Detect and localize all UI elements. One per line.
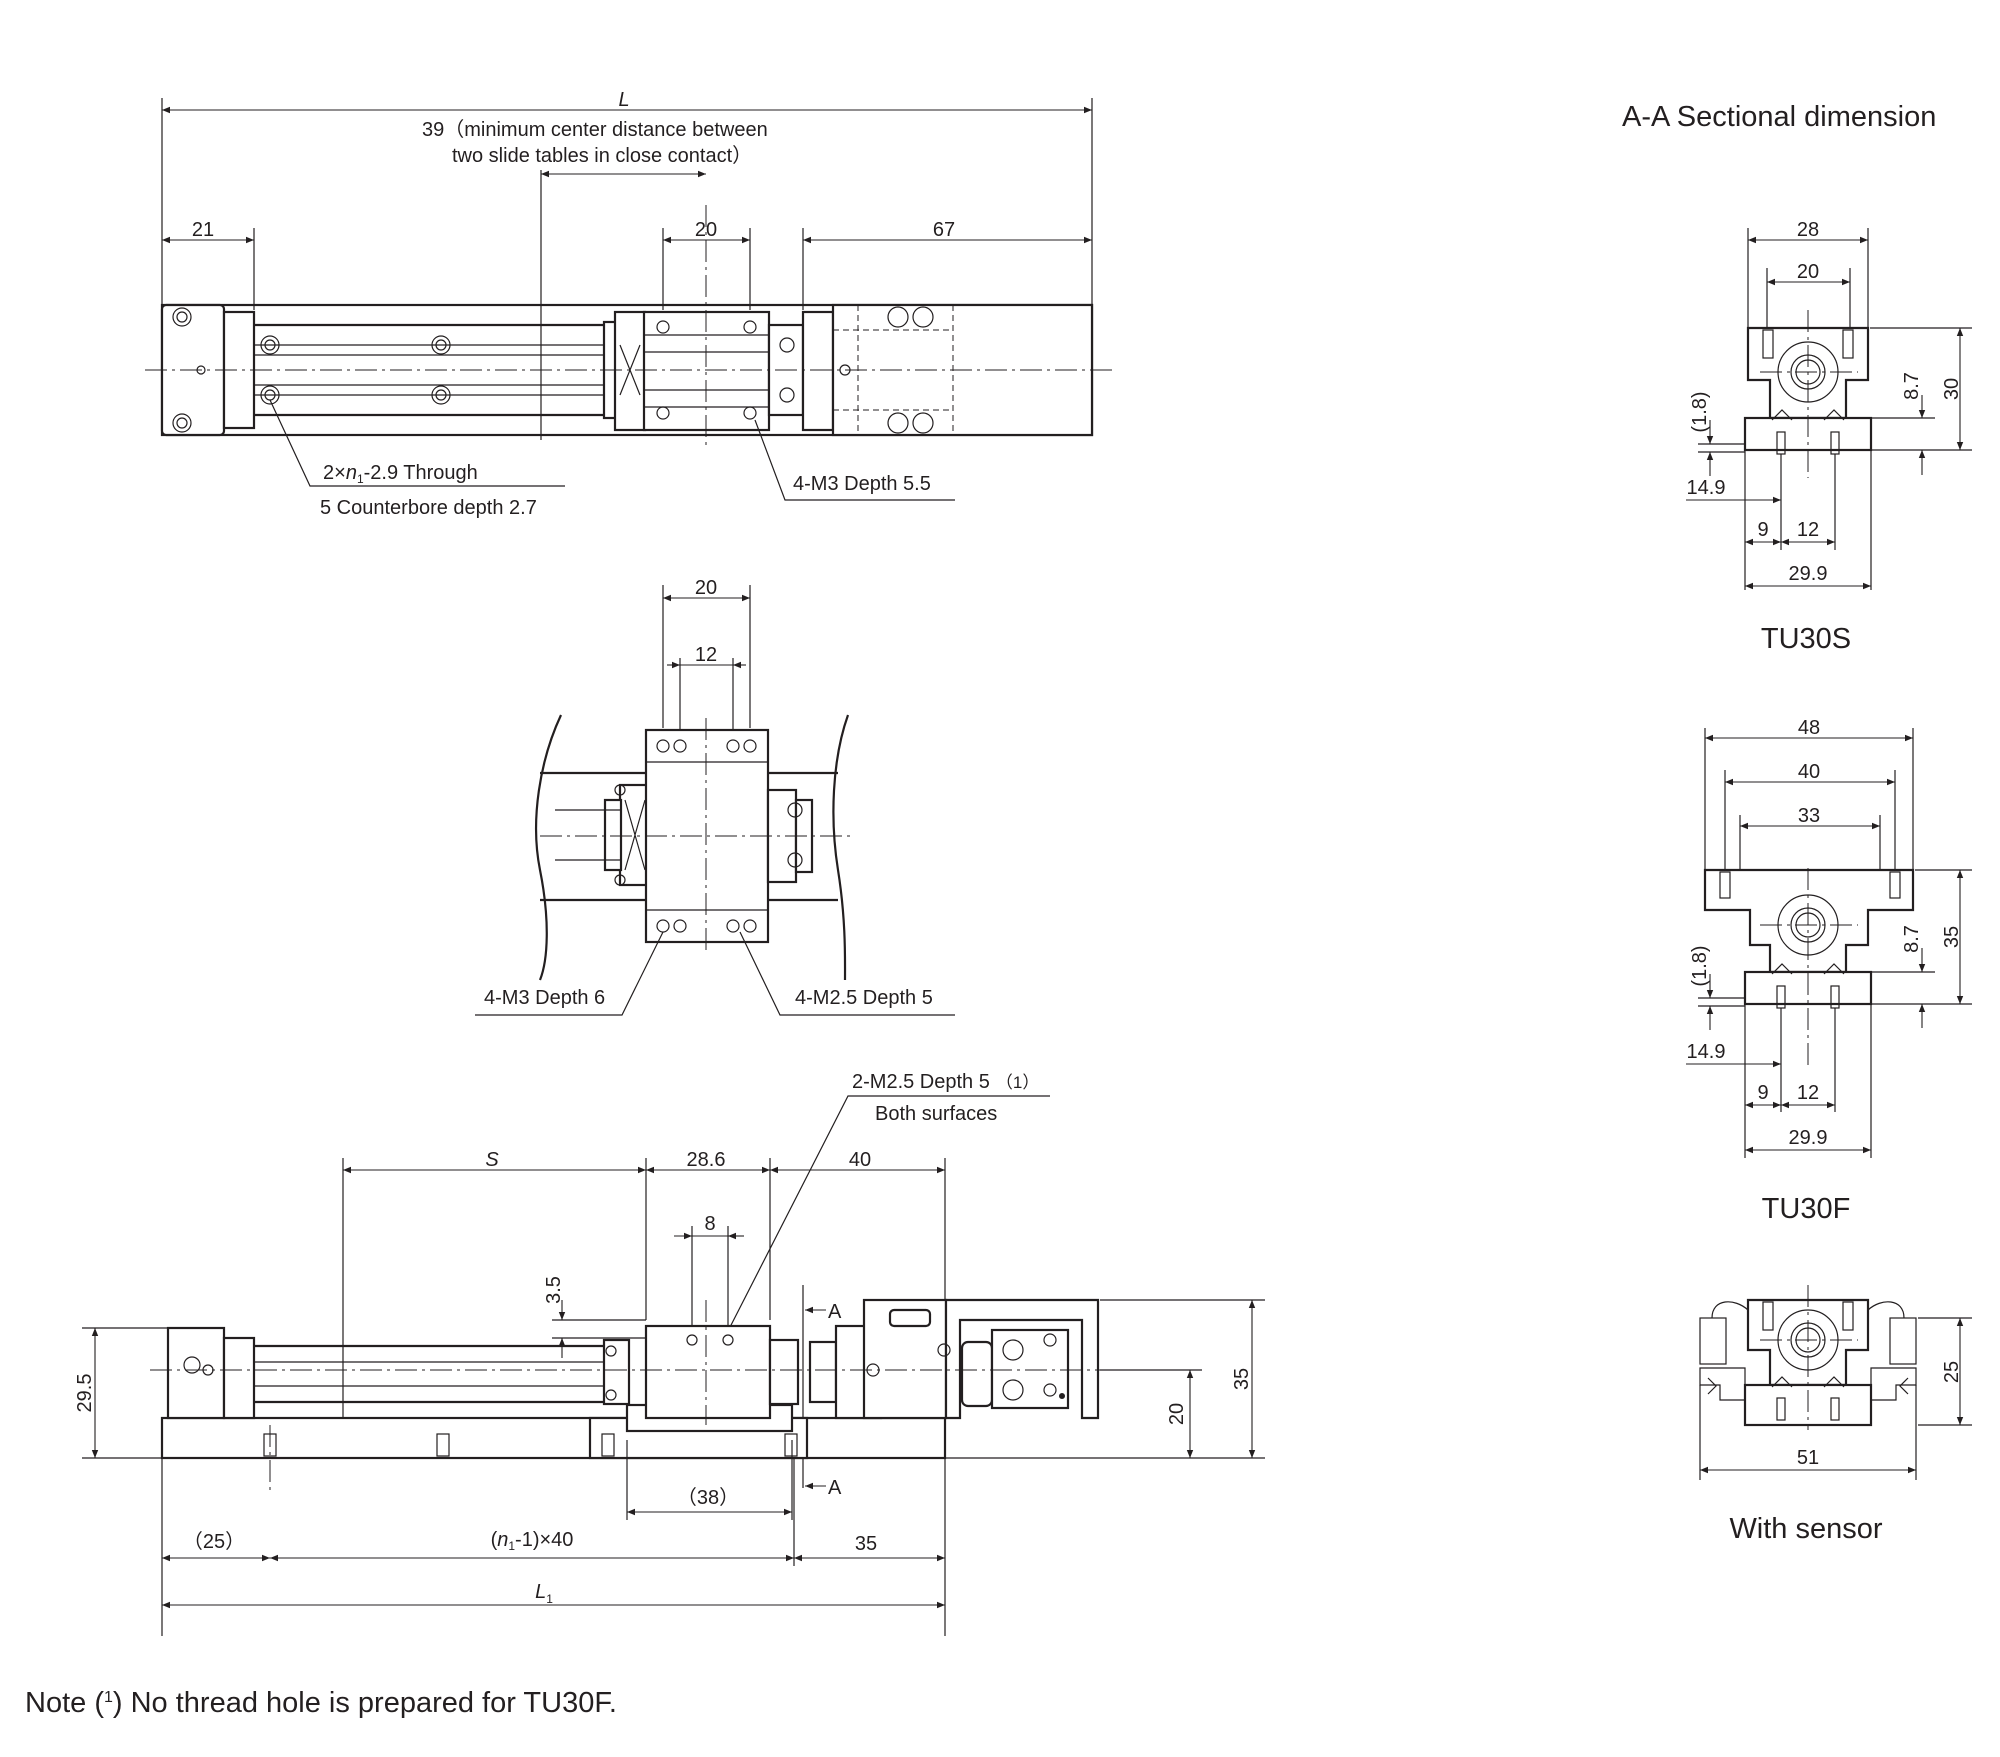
dim-height-right: 35 — [1231, 1368, 1253, 1390]
section-mark-top: A — [828, 1301, 842, 1323]
tu30f-caption: TU30F — [1762, 1193, 1851, 1225]
tu30f-step: 8.7 — [1901, 925, 1923, 953]
dim-table-width: 20 — [695, 219, 717, 241]
tu30f-rail-offset: 14.9 — [1687, 1041, 1726, 1063]
side-view: 2-M2.5 Depth 5（1） Both surfaces S 28.6 4… — [74, 1071, 1265, 1636]
dim-table-length: 28.6 — [687, 1149, 726, 1171]
sensor-section: 25 51 With sensor — [1699, 1285, 1972, 1545]
dim-stroke: S — [485, 1149, 499, 1171]
tu30f-section: 48 40 33 35 8.7 (1.8) — [1686, 717, 1972, 1225]
dim-height-left: 29.5 — [74, 1374, 96, 1413]
tu30s-a: 9 — [1757, 519, 1768, 541]
tu30f-outer: 48 — [1798, 717, 1820, 739]
detail-inner-width: 12 — [695, 644, 717, 666]
detail-right-tap: 4-M2.5 Depth 5 — [795, 987, 933, 1009]
sensor-height: 25 — [1941, 1361, 1963, 1383]
dim-overall-length: L — [618, 89, 629, 111]
dim-right-margin: 35 — [855, 1533, 877, 1555]
section-mark-bottom: A — [828, 1477, 842, 1499]
hole-note-line1: 2×n1-2.9 Through — [323, 462, 478, 486]
dim-right-end: 67 — [933, 219, 955, 241]
side-tap-note-line2: Both surfaces — [875, 1103, 997, 1125]
tu30s-caption: TU30S — [1761, 623, 1851, 655]
tu30s-section: 28 20 30 8.7 (1.8) — [1686, 219, 1972, 655]
dim-left-margin: （25） — [183, 1530, 245, 1553]
tu30s-rail-offset: 14.9 — [1687, 477, 1726, 499]
detail-outer-width: 20 — [695, 577, 717, 599]
tu30s-outer: 28 — [1797, 219, 1819, 241]
section-heading: A-A Sectional dimension — [1622, 101, 1936, 133]
sensor-width: 51 — [1797, 1447, 1819, 1469]
dim-base-span: （38） — [677, 1486, 739, 1509]
dim-motor-offset: 40 — [849, 1149, 871, 1171]
table-tap-note: 4-M3 Depth 5.5 — [793, 473, 931, 495]
tu30s-inner: 20 — [1797, 261, 1819, 283]
dim-base-length: L1 — [535, 1581, 553, 1606]
tu30f-b: 12 — [1797, 1082, 1819, 1104]
min-center-note-line1: 39（minimum center distance between — [422, 118, 768, 141]
side-tap-note-line1: 2-M2.5 Depth 5（1） — [852, 1071, 1039, 1093]
top-view: L 39（minimum center distance between two… — [145, 89, 1112, 519]
tu30s-b: 12 — [1797, 519, 1819, 541]
dim-hole-pitch: 8 — [704, 1213, 715, 1235]
tu30s-step: 8.7 — [1901, 372, 1923, 400]
tu30f-height: 35 — [1941, 926, 1963, 948]
dim-hole-height: 3.5 — [543, 1276, 565, 1304]
table-detail-view: 20 12 4-M3 Depth 6 — [475, 577, 955, 1016]
tu30s-rail-width: 29.9 — [1789, 563, 1828, 585]
tu30s-height: 30 — [1941, 378, 1963, 400]
detail-left-tap: 4-M3 Depth 6 — [484, 987, 605, 1009]
tu30f-inner: 33 — [1798, 805, 1820, 827]
min-center-note-line2: two slide tables in close contact） — [452, 144, 752, 167]
tu30s-gap: (1.8) — [1689, 391, 1711, 432]
hole-note-line2: 5 Counterbore depth 2.7 — [320, 497, 537, 519]
tu30f-rail-width: 29.9 — [1789, 1127, 1828, 1149]
tu30f-gap: (1.8) — [1689, 945, 1711, 986]
tu30f-mid: 40 — [1798, 761, 1820, 783]
dim-axis-height: 20 — [1166, 1403, 1188, 1425]
sensor-caption: With sensor — [1729, 1513, 1882, 1545]
dim-pitch-formula: (n1-1)×40 — [491, 1529, 574, 1553]
dim-left-end: 21 — [192, 219, 214, 241]
footnote: Note (1) No thread hole is prepared for … — [25, 1687, 617, 1719]
tu30f-a: 9 — [1757, 1082, 1768, 1104]
